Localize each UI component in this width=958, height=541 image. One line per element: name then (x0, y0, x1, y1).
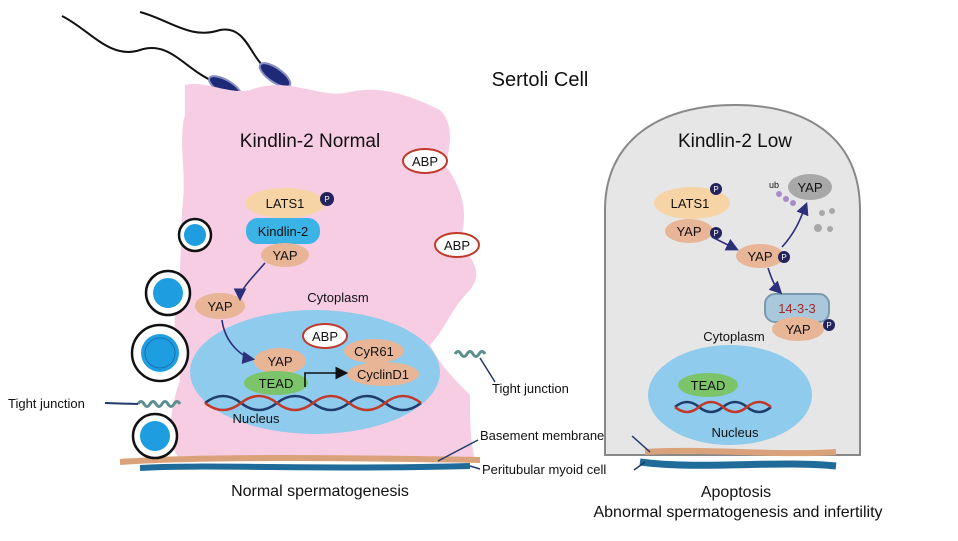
cyr61-ellipse (344, 339, 404, 363)
yap-free-label: YAP (207, 299, 232, 314)
dna-helix-left (204, 394, 422, 412)
nucleus-low (648, 345, 812, 445)
abnormal-label: Abnormal spermatogenesis and infertility (593, 504, 882, 521)
arrow-yap-release (233, 262, 266, 302)
tead-label-right: TEAD (691, 378, 726, 393)
tead-left-ellipse (244, 371, 308, 395)
tight-junction-coil-right (453, 350, 487, 358)
phospho-lats1-left (320, 192, 334, 206)
germ-cells (130, 217, 213, 460)
tight-junction-left-line (104, 402, 139, 405)
yap-bound-ellipse (772, 317, 824, 341)
arrow-yap-1433 (767, 267, 783, 295)
tead-right-ellipse (678, 373, 738, 397)
basement-membrane-label: Basement membrane (480, 428, 604, 443)
apoptosis-label: Apoptosis (701, 484, 771, 501)
yap-right-2-label: YAP (747, 249, 772, 264)
phospho-yap-right-2 (778, 251, 790, 263)
cyclind1-ellipse (347, 362, 419, 386)
phospho-label-yap-right-2: P (781, 253, 786, 262)
cyr61-label: CyR61 (354, 344, 394, 359)
abp-label-3: ABP (312, 329, 338, 344)
nucleus-label-left: Nucleus (233, 411, 280, 426)
kindlin2-box (246, 218, 320, 244)
lats1-label-right: LATS1 (671, 196, 710, 211)
basement-membrane-right (644, 447, 837, 457)
degradation-droplets (814, 208, 835, 232)
basement-membrane-right-line (631, 435, 651, 453)
yap-ub-label: YAP (797, 180, 822, 195)
lats1-ellipse-right (654, 187, 730, 219)
ubiquitin-chain (776, 191, 796, 206)
nucleus-label-right: Nucleus (712, 425, 759, 440)
ub-label: ub (769, 180, 779, 190)
cyclind1-label: CyclinD1 (357, 367, 409, 382)
yap-complex-ellipse (261, 243, 309, 267)
arrow-yap-nuclear (221, 319, 256, 364)
yap-nuclear-ellipse (254, 348, 306, 374)
peritubular-myoid-right (639, 458, 837, 470)
peritubular-right-line (633, 461, 646, 471)
abp-oval-3 (302, 323, 348, 349)
basement-membrane-line (437, 439, 479, 462)
peritubular-myoid-left (139, 463, 471, 471)
arrow-tead-cyclind1 (304, 366, 349, 387)
tight-junction-coil-left (136, 400, 182, 408)
lats1-ellipse-left (245, 188, 325, 218)
left-cell-heading: Kindlin-2 Normal (240, 131, 380, 152)
yap-free-ellipse (195, 293, 245, 319)
dna-helix-right (674, 400, 772, 414)
diagram-title: Sertoli Cell (492, 69, 589, 91)
kindlin2-label: Kindlin-2 (258, 224, 309, 239)
yap-right-1-ellipse (665, 219, 713, 243)
yap-bound-label: YAP (785, 322, 810, 337)
right-cell-heading: Kindlin-2 Low (678, 131, 792, 152)
phospho-label-lats1-right: P (713, 185, 718, 194)
arrow-yap-phospho (711, 236, 739, 251)
yap-right-2-ellipse (736, 244, 784, 268)
peritubular-myoid-label: Peritubular myoid cell (482, 462, 606, 477)
cytoplasm-label-left: Cytoplasm (307, 290, 368, 305)
abp-label-1: ABP (412, 154, 438, 169)
yap-right-1-label: YAP (676, 224, 701, 239)
basement-membrane-left (119, 455, 481, 465)
yap-nuclear-label: YAP (267, 354, 292, 369)
phospho-label-yap-right-1: P (713, 229, 718, 238)
phospho-yap-bound (823, 319, 835, 331)
peritubular-line (469, 465, 481, 470)
phospho-label-lats1-left: P (324, 195, 329, 204)
abp-oval-1 (402, 148, 448, 174)
yap-complex-label: YAP (272, 248, 297, 263)
phospho-yap-right-1 (710, 227, 722, 239)
yap-ub-ellipse (788, 174, 832, 200)
tight-junction-right-line (479, 357, 496, 383)
abp-oval-2 (434, 232, 480, 258)
normal-spermatogenesis-label: Normal spermatogenesis (231, 483, 409, 500)
cytoplasm-label-right: Cytoplasm (703, 329, 764, 344)
arrow-yap-ub (781, 202, 809, 248)
tead-label-left: TEAD (259, 376, 294, 391)
tight-junction-right-label: Tight junction (492, 381, 569, 396)
phospho-lats1-right (710, 183, 722, 195)
tight-junction-left-label: Tight junction (8, 396, 85, 411)
abp-label-2: ABP (444, 238, 470, 253)
protein-1433-label: 14-3-3 (778, 301, 816, 316)
lats1-label-left: LATS1 (266, 196, 305, 211)
phospho-label-yap-bound: P (826, 321, 831, 330)
